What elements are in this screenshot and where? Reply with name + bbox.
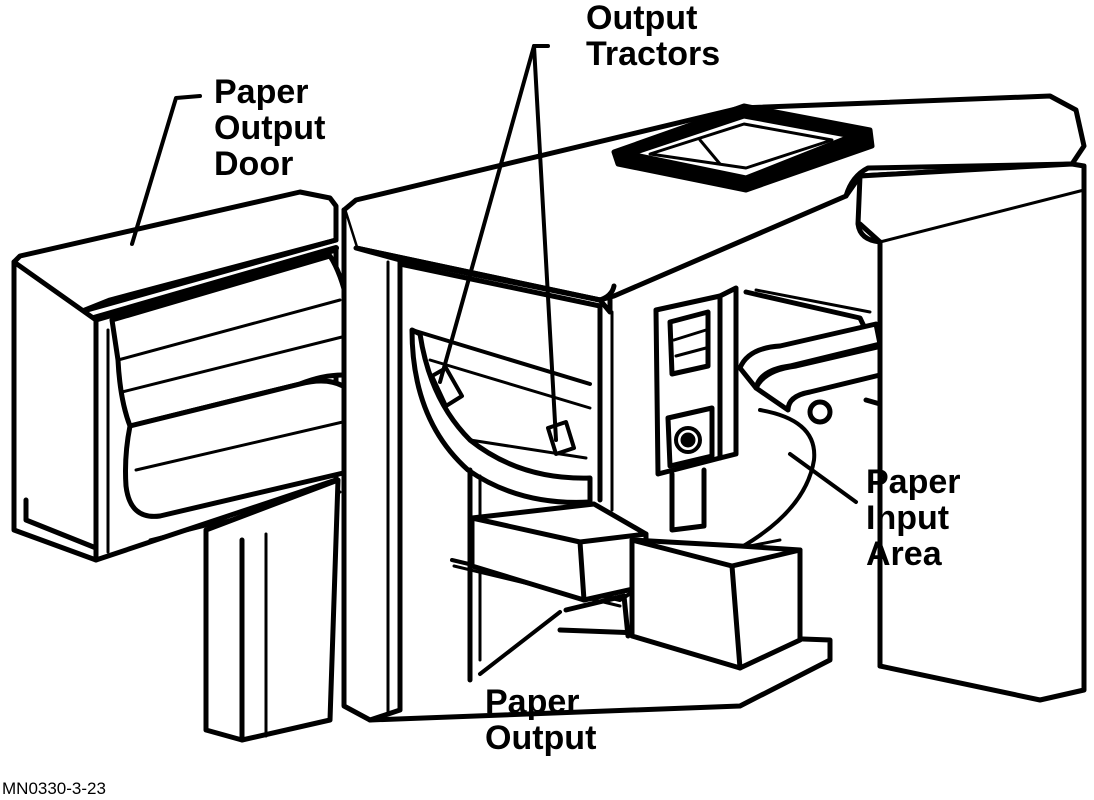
control-column bbox=[653, 285, 739, 533]
top-window bbox=[611, 103, 875, 193]
paper-input-area bbox=[737, 288, 887, 550]
label-paper-output: Paper Output bbox=[485, 683, 597, 757]
input-paper-curve bbox=[738, 408, 817, 550]
right-output-tractor bbox=[546, 420, 576, 456]
callout-output bbox=[478, 610, 562, 676]
callout-tractor-right bbox=[532, 44, 558, 442]
printer-body bbox=[341, 93, 1087, 723]
label-paper-output-door: Paper Output Door bbox=[214, 73, 326, 183]
door-pedestal bbox=[203, 477, 341, 743]
right-cabinet bbox=[855, 161, 1087, 703]
callout-lines bbox=[130, 44, 858, 676]
callout-door bbox=[130, 94, 202, 246]
label-paper-input-area: Paper Input Area bbox=[866, 463, 961, 573]
printer-front-column bbox=[341, 207, 403, 723]
callout-input bbox=[788, 452, 858, 504]
figure-id: MN0330-3-23 bbox=[2, 779, 106, 798]
paper-output-stack bbox=[450, 501, 803, 671]
label-output-tractors: Output Tractors bbox=[586, 0, 721, 73]
paper-output-door bbox=[11, 189, 372, 743]
output-hood bbox=[409, 327, 593, 505]
